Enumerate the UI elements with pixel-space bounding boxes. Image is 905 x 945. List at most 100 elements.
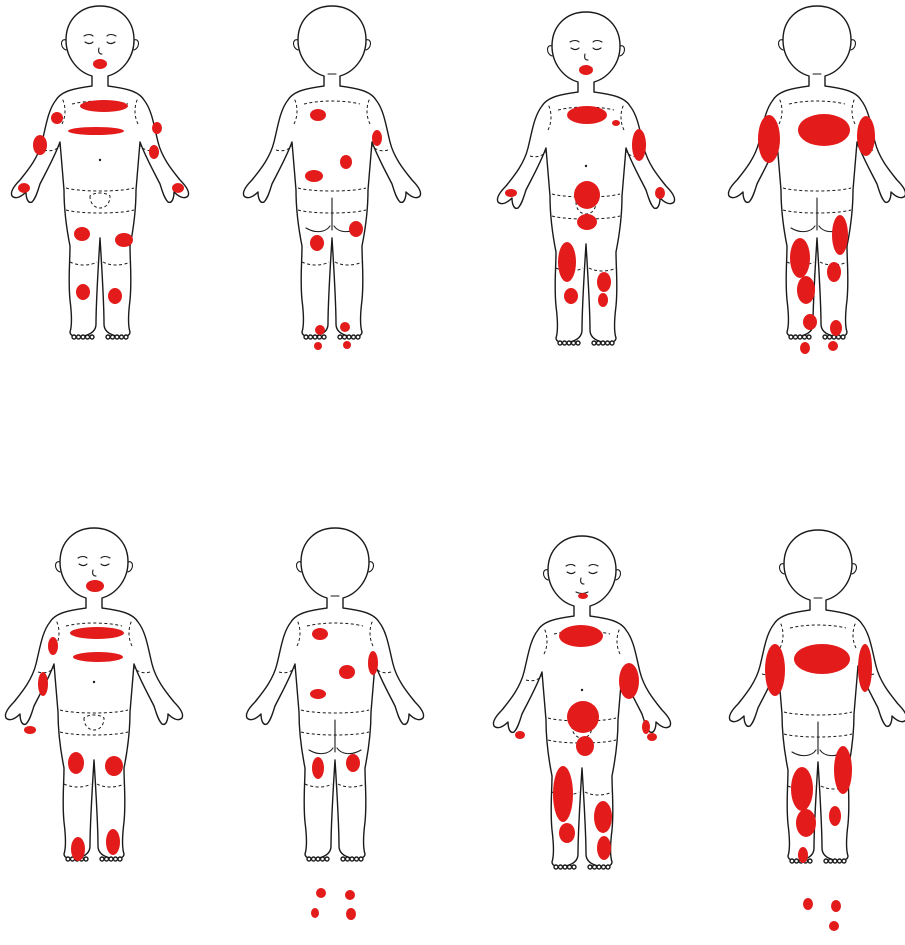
toe: [84, 857, 88, 861]
lesion-right-thigh: [310, 235, 324, 251]
lesion-upper-chest: [559, 625, 603, 647]
toe: [115, 335, 119, 339]
lesion-right-heel: [315, 325, 325, 335]
toe: [66, 857, 70, 861]
toe: [572, 865, 576, 869]
lesion-lower-back-right: [305, 170, 323, 182]
toe: [312, 857, 316, 861]
lesion-left-thigh: [594, 801, 612, 833]
lesion-right-thigh: [74, 227, 90, 241]
body-outline: [497, 12, 674, 343]
toe: [90, 335, 94, 339]
lesion-right-knee: [797, 276, 815, 304]
body-outline-svg: [232, 0, 432, 400]
body-outline-svg: [0, 0, 200, 400]
toe: [795, 859, 799, 863]
lesion-right-sole: [316, 888, 326, 898]
lesion-right-sole: [314, 342, 322, 350]
lesion-upper-chest: [70, 627, 124, 639]
body-figure-front: [0, 522, 194, 922]
body-outline-svg: [718, 524, 905, 924]
lesion-left-hand: [647, 733, 657, 741]
lesion-upper-back: [794, 644, 850, 674]
toe: [111, 335, 115, 339]
lesion-left-thigh: [832, 215, 848, 255]
lesion-right-upper-arm: [765, 644, 785, 696]
toe: [350, 857, 354, 861]
navel: [581, 689, 583, 691]
toe: [842, 859, 846, 863]
lesion-right-thigh: [790, 238, 810, 278]
body-outline-svg: [717, 0, 905, 400]
body-figure-back: [717, 0, 905, 400]
lesion-left-sole: [343, 341, 351, 349]
toe: [576, 341, 580, 345]
lesion-right-hand: [515, 731, 525, 739]
toe: [808, 859, 812, 863]
body-figure-front: [486, 6, 686, 406]
body-outline-svg: [235, 522, 435, 922]
toe: [567, 341, 571, 345]
lesion-left-sole: [345, 890, 355, 900]
lesion-left-calf-lower: [830, 320, 842, 336]
lesion-lower-back-right: [310, 689, 326, 699]
toe: [346, 857, 350, 861]
toe: [554, 865, 558, 869]
body-figure-front: [482, 530, 682, 930]
lesion-left-shin: [108, 288, 122, 304]
lesion-mouth: [93, 59, 107, 69]
lesion-left-thigh: [115, 233, 133, 247]
toe: [304, 335, 308, 339]
toe: [124, 335, 128, 339]
lesion-right-calf: [798, 847, 808, 863]
lesion-right-shoulder: [51, 112, 63, 124]
toe: [597, 341, 601, 345]
lesion-upper-back: [312, 628, 328, 640]
lesion-left-thigh: [349, 221, 363, 237]
navel: [585, 165, 587, 167]
toe: [313, 335, 317, 339]
toe: [343, 335, 347, 339]
toe: [318, 335, 322, 339]
lesion-left-sole: [828, 341, 838, 351]
toe: [606, 341, 610, 345]
toe: [563, 341, 567, 345]
toe: [86, 335, 90, 339]
toe: [559, 865, 563, 869]
lesion-right-shin: [564, 288, 578, 304]
lesion-left-calf: [829, 806, 841, 826]
lesion-left-forearm: [642, 720, 650, 734]
lesion-right-sole: [800, 342, 810, 354]
toe: [568, 865, 572, 869]
lesion-right-knee: [559, 823, 575, 843]
toe: [807, 335, 811, 339]
body-figure-back: [235, 522, 435, 922]
toe: [118, 857, 122, 861]
lesion-left-hand: [172, 183, 184, 193]
lesion-right-thigh: [68, 752, 84, 774]
lesion-mid-chest: [73, 652, 123, 662]
lesion-left-thigh: [834, 746, 852, 794]
lesion-left-thigh: [597, 272, 611, 292]
lesion-right-shin: [71, 837, 85, 861]
body-outline: [11, 6, 188, 337]
lesion-right-thigh: [553, 766, 573, 822]
toe: [309, 335, 313, 339]
toe: [593, 865, 597, 869]
toe: [77, 335, 81, 339]
toe: [597, 865, 601, 869]
lesion-groin: [577, 214, 597, 230]
toe: [322, 335, 326, 339]
lesion-left-shin: [597, 836, 611, 860]
toe: [72, 335, 76, 339]
toe: [359, 857, 363, 861]
lesion-left-upper-arm: [857, 116, 875, 156]
lesion-left-heel: [346, 908, 356, 920]
lesion-right-calf: [803, 314, 817, 330]
toe: [81, 335, 85, 339]
lesion-left-upper-arm: [368, 651, 378, 675]
body-outline: [243, 6, 420, 337]
toe: [109, 857, 113, 861]
toe: [341, 857, 345, 861]
